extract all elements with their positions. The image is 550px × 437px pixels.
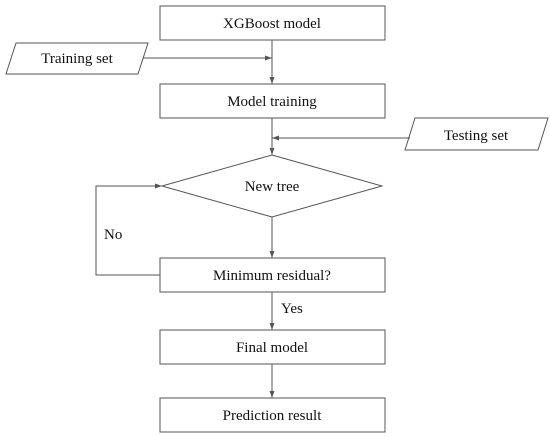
node-training-set-label: Training set bbox=[41, 51, 113, 67]
node-new-tree: New tree bbox=[160, 154, 384, 218]
node-prediction-result: Prediction result bbox=[159, 397, 386, 433]
node-model-training: Model training bbox=[159, 83, 386, 119]
edge-label-yes: Yes bbox=[281, 301, 303, 317]
node-testing-set-label: Testing set bbox=[444, 128, 509, 144]
node-xgboost-model-label: XGBoost model bbox=[223, 16, 321, 32]
node-xgboost-model: XGBoost model bbox=[159, 5, 386, 41]
node-minimum-residual: Minimum residual? bbox=[159, 257, 386, 293]
node-prediction-result-label: Prediction result bbox=[223, 408, 323, 424]
node-training-set: Training set bbox=[5, 42, 149, 75]
node-final-model: Final model bbox=[159, 329, 386, 365]
node-new-tree-label: New tree bbox=[245, 179, 300, 195]
edge-minimum-residual-no-loop bbox=[95, 183, 162, 276]
node-testing-set: Testing set bbox=[404, 117, 549, 151]
edge-label-no: No bbox=[104, 227, 122, 243]
node-model-training-label: Model training bbox=[227, 94, 317, 110]
node-final-model-label: Final model bbox=[236, 340, 308, 356]
node-minimum-residual-label: Minimum residual? bbox=[213, 268, 331, 284]
